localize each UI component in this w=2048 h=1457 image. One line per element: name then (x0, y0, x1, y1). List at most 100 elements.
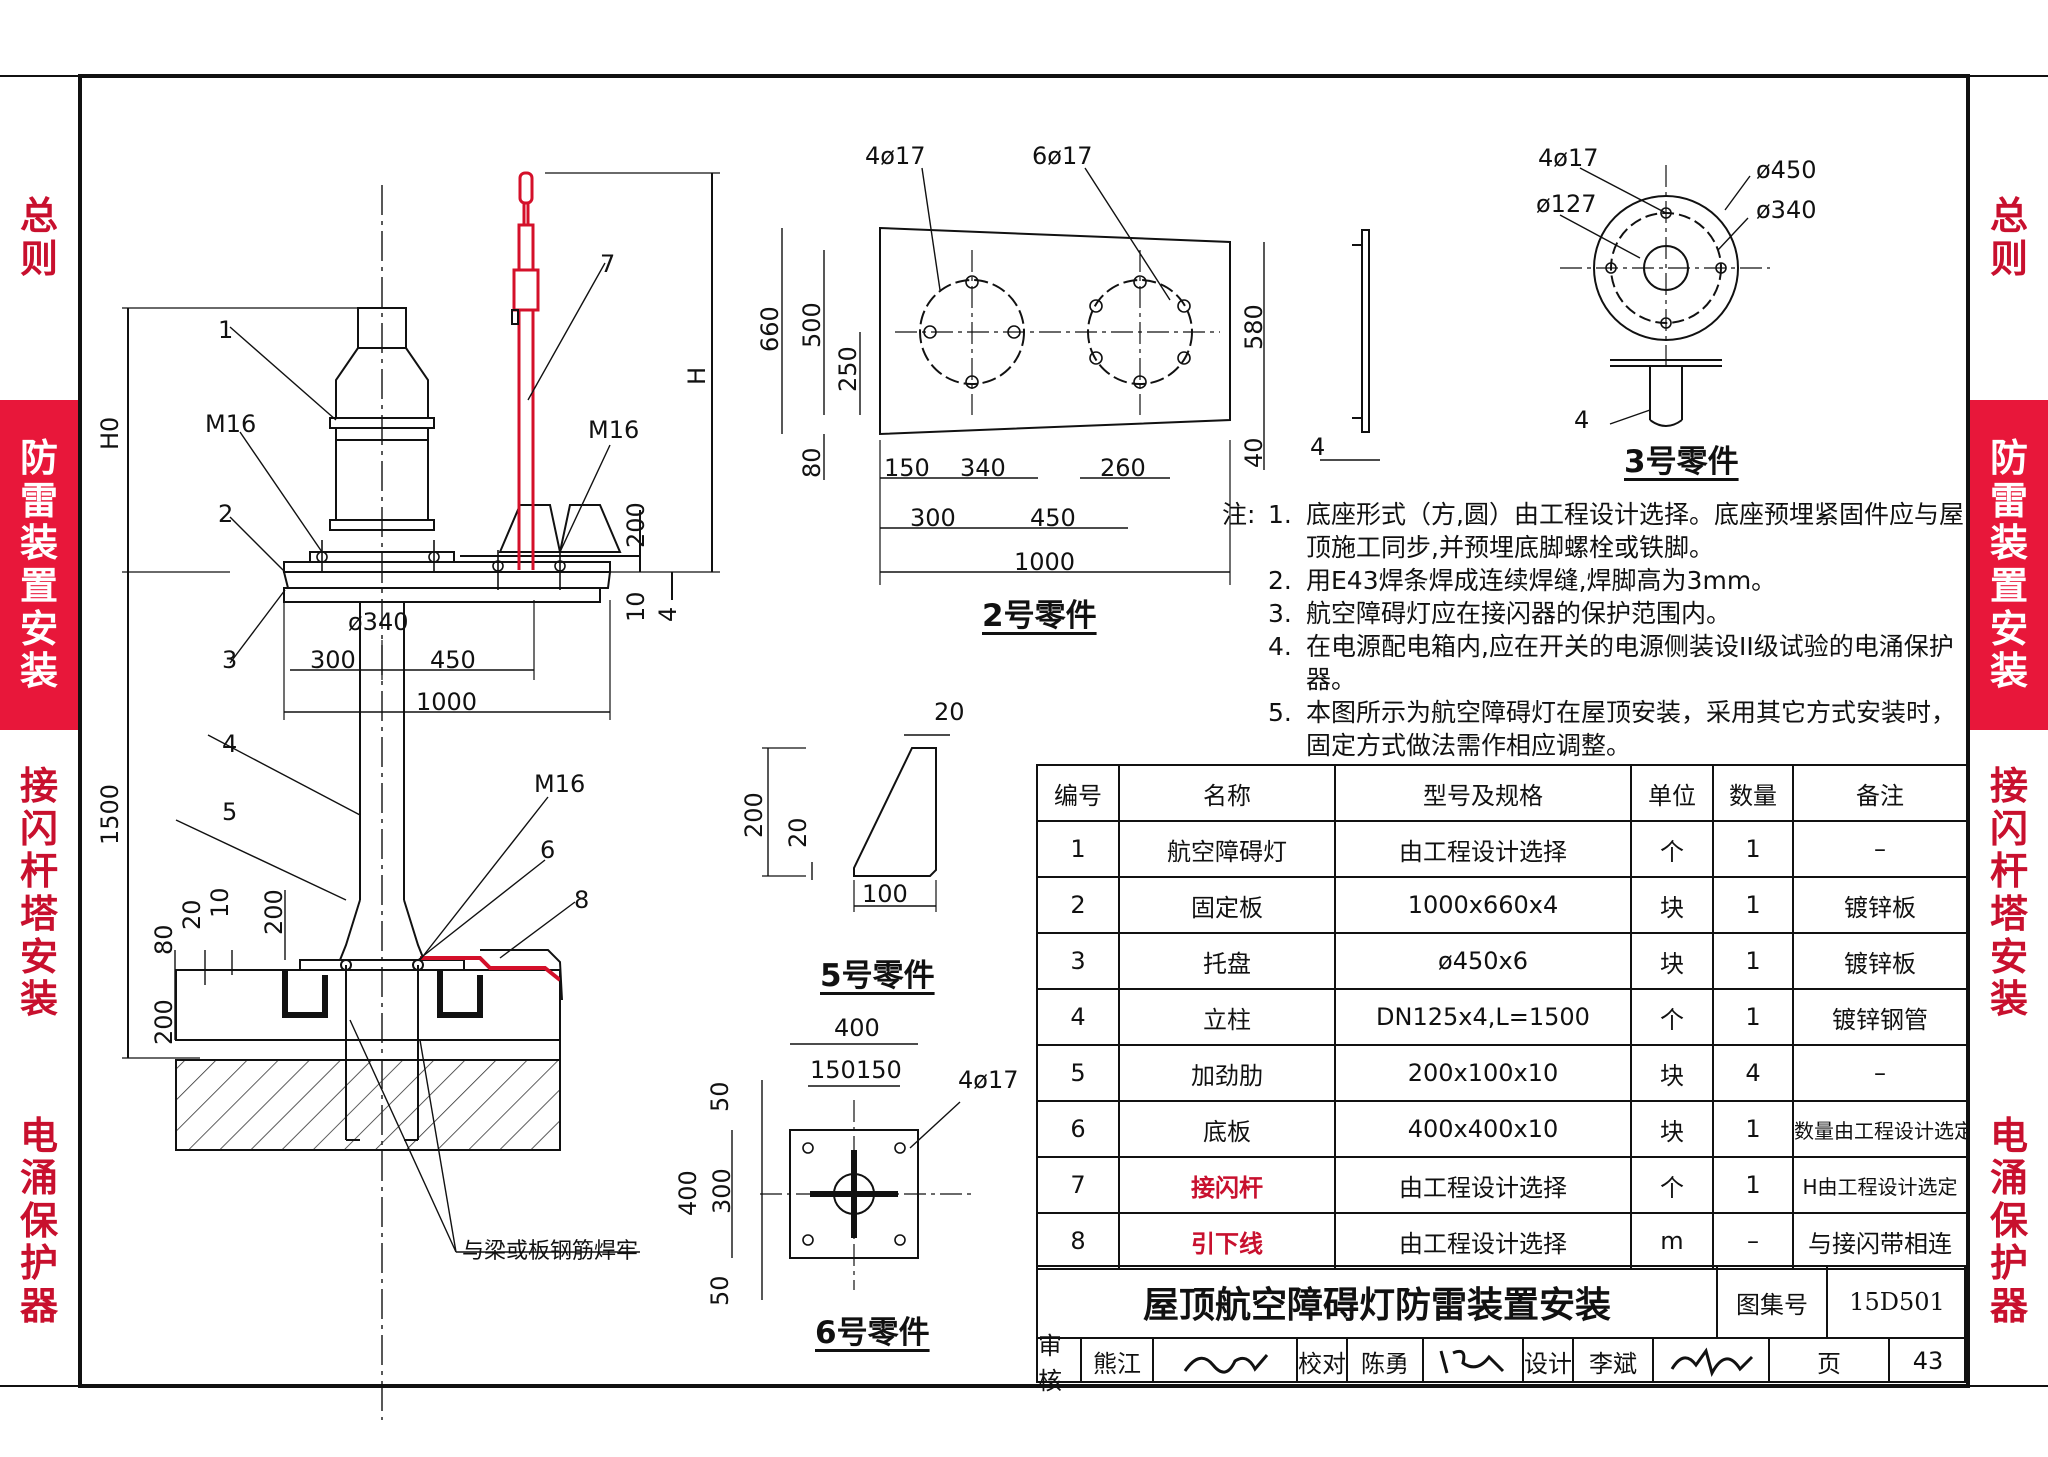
side-tab-3[interactable]: 接闪杆塔安装 (0, 730, 78, 1056)
part-5-drawing (762, 734, 950, 912)
bom-cell: 块 (1630, 876, 1714, 934)
bom-cell: 2 (1036, 876, 1120, 934)
side-tab-char: 接 (1989, 764, 2028, 809)
dim-10b: 10 (206, 887, 234, 918)
note-line: 固定方式做法需作相应调整。 (1222, 729, 1982, 762)
note-line: 5. 本图所示为航空障碍灯在屋顶安装，采用其它方式安装时， (1222, 696, 1982, 729)
side-tab-char: 雷 (19, 478, 58, 523)
bolt-label-m16-a: M16 (205, 410, 256, 438)
side-tab-4[interactable]: 电涌保护器 (0, 1056, 78, 1386)
part2-side-thickness: 4 (1310, 433, 1325, 461)
callout-4: 4 (222, 730, 237, 758)
part5-d100: 100 (862, 880, 908, 908)
bom-cell: 5 (1036, 1044, 1120, 1102)
side-tab-char: 杆 (19, 849, 58, 894)
note-lead (1222, 630, 1268, 696)
note-lead (1222, 531, 1268, 564)
bom-cell: 块 (1630, 1044, 1714, 1102)
review-label: 审核 (1038, 1332, 1082, 1395)
part2-dim-250: 250 (834, 346, 862, 392)
bom-cell: 4 (1712, 1044, 1794, 1102)
part-3-drawing (1559, 165, 1770, 427)
side-tab-2[interactable]: 防雷装置安装 (1970, 400, 2048, 730)
bom-header-cell: 单位 (1630, 764, 1714, 822)
note-text: 用E43焊条焊成连续焊缝,焊脚高为3mm。 (1306, 566, 1777, 595)
design-signature (1654, 1339, 1770, 1383)
side-tab-char: 总 (1989, 194, 2028, 239)
bom-header-cell: 编号 (1036, 764, 1120, 822)
bom-header-cell: 备注 (1792, 764, 1968, 822)
side-tab-char: 护 (19, 1241, 58, 1286)
side-tab-2[interactable]: 防雷装置安装 (0, 400, 78, 730)
note-line: 顶施工同步,并预埋底脚螺栓或铁脚。 (1222, 531, 1982, 564)
bom-cell: 立柱 (1118, 988, 1336, 1046)
part3-callout: 4 (1574, 406, 1589, 434)
dim-20: 20 (178, 899, 206, 930)
note-lead (1222, 696, 1268, 729)
side-tab-1[interactable]: 总则 (1970, 76, 2048, 400)
side-tab-1[interactable]: 总则 (0, 76, 78, 400)
side-tab-char: 安 (19, 934, 58, 979)
part2-dim-340: 340 (960, 454, 1006, 482)
part-2-drawing (781, 167, 1380, 585)
side-tab-char: 装 (1989, 521, 2028, 566)
bom-cell: m (1630, 1212, 1714, 1270)
bom-cell: 3 (1036, 932, 1120, 990)
part2-dim-1000: 1000 (1014, 548, 1075, 576)
bom-cell: 1 (1712, 876, 1794, 934)
dim-450: 450 (430, 646, 476, 674)
part-5-labels: 20 200 20 100 (740, 698, 965, 908)
bom-header-row: 编号名称型号及规格单位数量备注 (1036, 764, 1968, 822)
note-line: 4.在电源配电箱内,应在开关的电源侧装设II级试验的电涌保护器。 (1222, 630, 1982, 696)
note-lead (1222, 729, 1268, 762)
note-text: 底座形式（方,圆）由工程设计选择。底座预埋紧固件应与屋 (1306, 500, 1964, 529)
side-tab-char: 装 (1989, 977, 2028, 1022)
dim-phi340: ø340 (348, 608, 409, 636)
part2-dim-580: 580 (1240, 304, 1268, 350)
note-text: 顶施工同步,并预埋底脚螺栓或铁脚。 (1306, 533, 1714, 562)
side-tab-char: 则 (1989, 237, 2028, 281)
side-tab-4[interactable]: 电涌保护器 (1970, 1056, 2048, 1386)
bolt-label-m16-b: M16 (588, 416, 639, 444)
bom-cell: 6 (1036, 1100, 1120, 1158)
side-tab-3[interactable]: 接闪杆塔安装 (1970, 730, 2048, 1056)
bom-cell: 镀锌板 (1792, 932, 1968, 990)
part6-holes: 4ø17 (958, 1066, 1019, 1094)
note-line: 注:1.底座形式（方,圆）由工程设计选择。底座预埋紧固件应与屋 (1222, 498, 1982, 531)
side-tab-char: 装 (1989, 649, 2028, 694)
dim-200c: 200 (150, 999, 178, 1045)
note-text: 本图所示为航空障碍灯在屋顶安装，采用其它方式安装时， (1306, 698, 1957, 727)
bom-cell: 加劲肋 (1118, 1044, 1336, 1102)
part2-holes-b: 6ø17 (1032, 142, 1093, 170)
part2-dim-260: 260 (1100, 454, 1146, 482)
page-number: 43 (1912, 1347, 1944, 1375)
part2-dim-660: 660 (756, 306, 784, 352)
side-tab-char: 装 (19, 521, 58, 566)
note-lead (1222, 597, 1268, 630)
bom-cell: 1 (1036, 820, 1120, 878)
part-2-labels: 4ø17 6ø17 660 500 250 80 580 40 150 340 … (756, 142, 1325, 576)
bom-cell: 块 (1630, 932, 1714, 990)
check-signature (1424, 1339, 1524, 1383)
check-name: 陈勇 (1348, 1339, 1424, 1383)
note-number: 3. (1268, 599, 1292, 628)
callout-6: 6 (540, 836, 555, 864)
side-tab-char: 置 (19, 564, 58, 608)
callout-7: 7 (600, 250, 615, 278)
side-tab-char: 涌 (1989, 1156, 2028, 1201)
weld-note: 与梁或板钢筋焊牢 (462, 1239, 638, 1264)
bom-cell: 1 (1712, 1156, 1794, 1214)
bom-cell: 个 (1630, 1156, 1714, 1214)
side-tab-char: 器 (1989, 1283, 2028, 1328)
note-number: 5. (1268, 698, 1292, 727)
note-text: 在电源配电箱内,应在开关的电源侧装设II级试验的电涌保护器。 (1306, 632, 1954, 694)
part2-dim-150: 150 (884, 454, 930, 482)
page-label: 页 (1770, 1339, 1890, 1383)
part-6-labels: 400 150 150 4ø17 50 400 300 50 (674, 1014, 1019, 1306)
bolt-label-m16-c: M16 (534, 770, 585, 798)
